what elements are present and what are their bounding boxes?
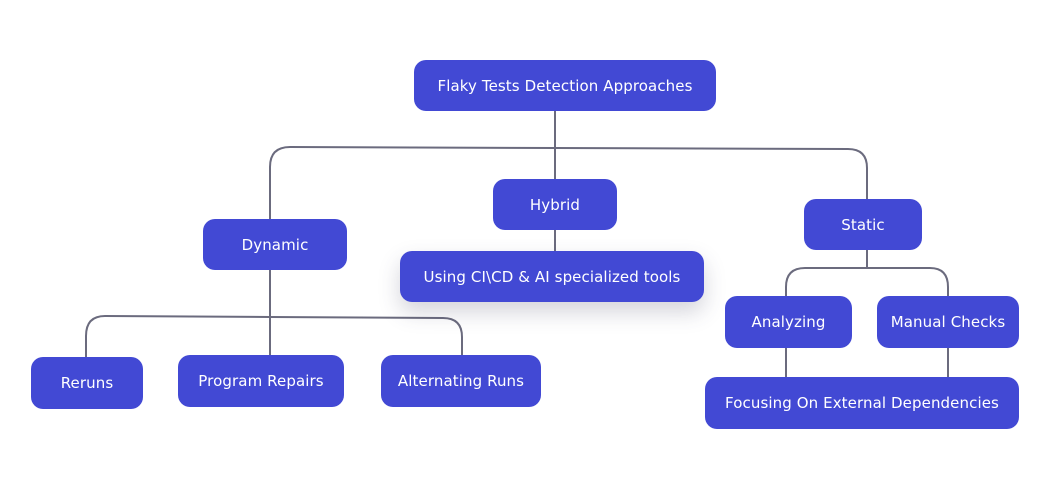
node-reruns: Reruns	[31, 357, 143, 409]
node-alternating-runs: Alternating Runs	[381, 355, 541, 407]
connector-root-dynamic	[269, 145, 556, 220]
connector-dynamic-reruns	[85, 314, 271, 358]
node-hybrid: Hybrid	[493, 179, 617, 230]
node-analyzing: Analyzing	[725, 296, 852, 348]
connector-static-analyzing	[785, 267, 867, 297]
node-manual-checks: Manual Checks	[877, 296, 1019, 348]
node-program-repairs: Program Repairs	[178, 355, 344, 407]
node-hybrid-tools: Using CI\CD & AI specialized tools	[400, 251, 704, 302]
node-root: Flaky Tests Detection Approaches	[414, 60, 716, 111]
node-external-dependencies: Focusing On External Dependencies	[705, 377, 1019, 429]
connector-static-manual	[867, 267, 949, 297]
connector-dynamic-alternating	[269, 316, 463, 357]
node-dynamic: Dynamic	[203, 219, 347, 270]
connector-root-static	[554, 147, 868, 200]
node-static: Static	[804, 199, 922, 250]
